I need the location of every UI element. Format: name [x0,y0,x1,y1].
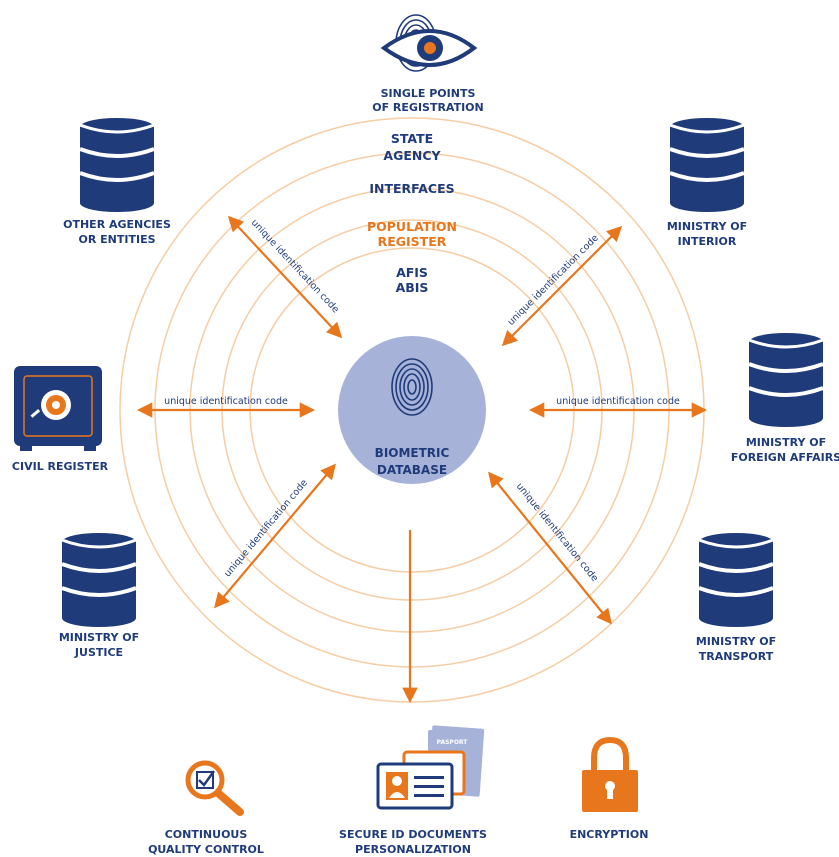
arrow-transport [488,471,612,625]
other-agencies-label-line2: OR ENTITIES [79,233,156,246]
hub-label-line2: DATABASE [377,463,447,477]
foreign-affairs-label-line1: MINISTRY OF [746,436,826,449]
ring-label-agency: AGENCY [383,148,441,163]
documents-label-line2: PERSONALIZATION [355,843,471,856]
encryption[interactable]: ENCRYPTION [570,736,649,841]
node-ministry-of-foreign-affairs[interactable]: MINISTRY OF FOREIGN AFFAIRS [731,331,839,464]
transport-label-line2: TRANSPORT [699,650,774,663]
node-ministry-of-transport[interactable]: MINISTRY OF TRANSPORT [696,531,776,663]
database-icon [747,331,825,429]
interior-label-line1: MINISTRY OF [667,220,747,233]
interior-label-line2: INTERIOR [678,235,737,248]
link-label-other-agencies: unique identification code [249,217,341,315]
safe-icon [14,366,102,451]
biometric-database-hub[interactable]: BIOMETRIC DATABASE [338,336,486,484]
link-label-civil-register: unique identification code [164,396,288,407]
arrow-interior [501,225,623,347]
eye-fingerprint-icon [380,14,478,72]
ring-label-abis: ABIS [396,280,429,295]
quality-label-line2: QUALITY CONTROL [148,843,264,856]
database-icon [668,116,746,214]
node-ministry-of-justice[interactable]: MINISTRY OF JUSTICE [59,531,139,659]
quality-label-line1: CONTINUOUS [165,828,248,841]
ring-label-interfaces: INTERFACES [369,181,454,196]
justice-label-line2: JUSTICE [74,646,123,659]
node-ministry-of-interior[interactable]: MINISTRY OF INTERIOR [667,116,747,248]
ring-label-register: REGISTER [378,234,447,249]
hub-label-line1: BIOMETRIC [375,446,450,460]
connection-arrows [136,215,708,704]
arrow-other-agencies [227,215,343,339]
id-documents-icon: PASPORT [376,725,485,810]
civil-register-label: CIVIL REGISTER [12,460,109,473]
link-label-justice: unique identification code [222,477,310,579]
link-label-interior: unique identification code [506,233,601,328]
justice-label-line1: MINISTRY OF [59,631,139,644]
documents-label-line1: SECURE ID DOCUMENTS [339,828,487,841]
foreign-affairs-label-line2: FOREIGN AFFAIRS [731,451,839,464]
passport-label: PASPORT [437,739,469,746]
node-other-agencies[interactable]: OTHER AGENCIES OR ENTITIES [63,116,171,246]
single-points-of-registration[interactable]: SINGLE POINTS OF REGISTRATION [372,14,484,114]
other-agencies-label-line1: OTHER AGENCIES [63,218,171,231]
database-icon [78,116,156,214]
node-civil-register[interactable]: CIVIL REGISTER [12,366,109,473]
database-icon [697,531,775,629]
magnifier-check-icon [185,760,244,816]
ring-label-state: STATE [391,131,433,146]
ring-label-afis: AFIS [396,265,428,280]
database-icon [60,531,138,629]
single-points-label-line1: SINGLE POINTS [381,87,476,100]
link-label-transport: unique identification code [514,481,600,584]
padlock-icon [582,736,638,812]
ring-label-population: POPULATION [367,219,457,234]
continuous-quality-control[interactable]: CONTINUOUS QUALITY CONTROL [148,760,264,856]
encryption-label: ENCRYPTION [570,828,649,841]
secure-id-documents[interactable]: PASPORT SECURE ID DOCUMENTS PERSONALIZAT… [339,725,487,856]
transport-label-line1: MINISTRY OF [696,635,776,648]
arrow-justice [214,463,336,609]
link-label-foreign-affairs: unique identification code [556,396,680,407]
single-points-label-line2: OF REGISTRATION [372,101,484,114]
